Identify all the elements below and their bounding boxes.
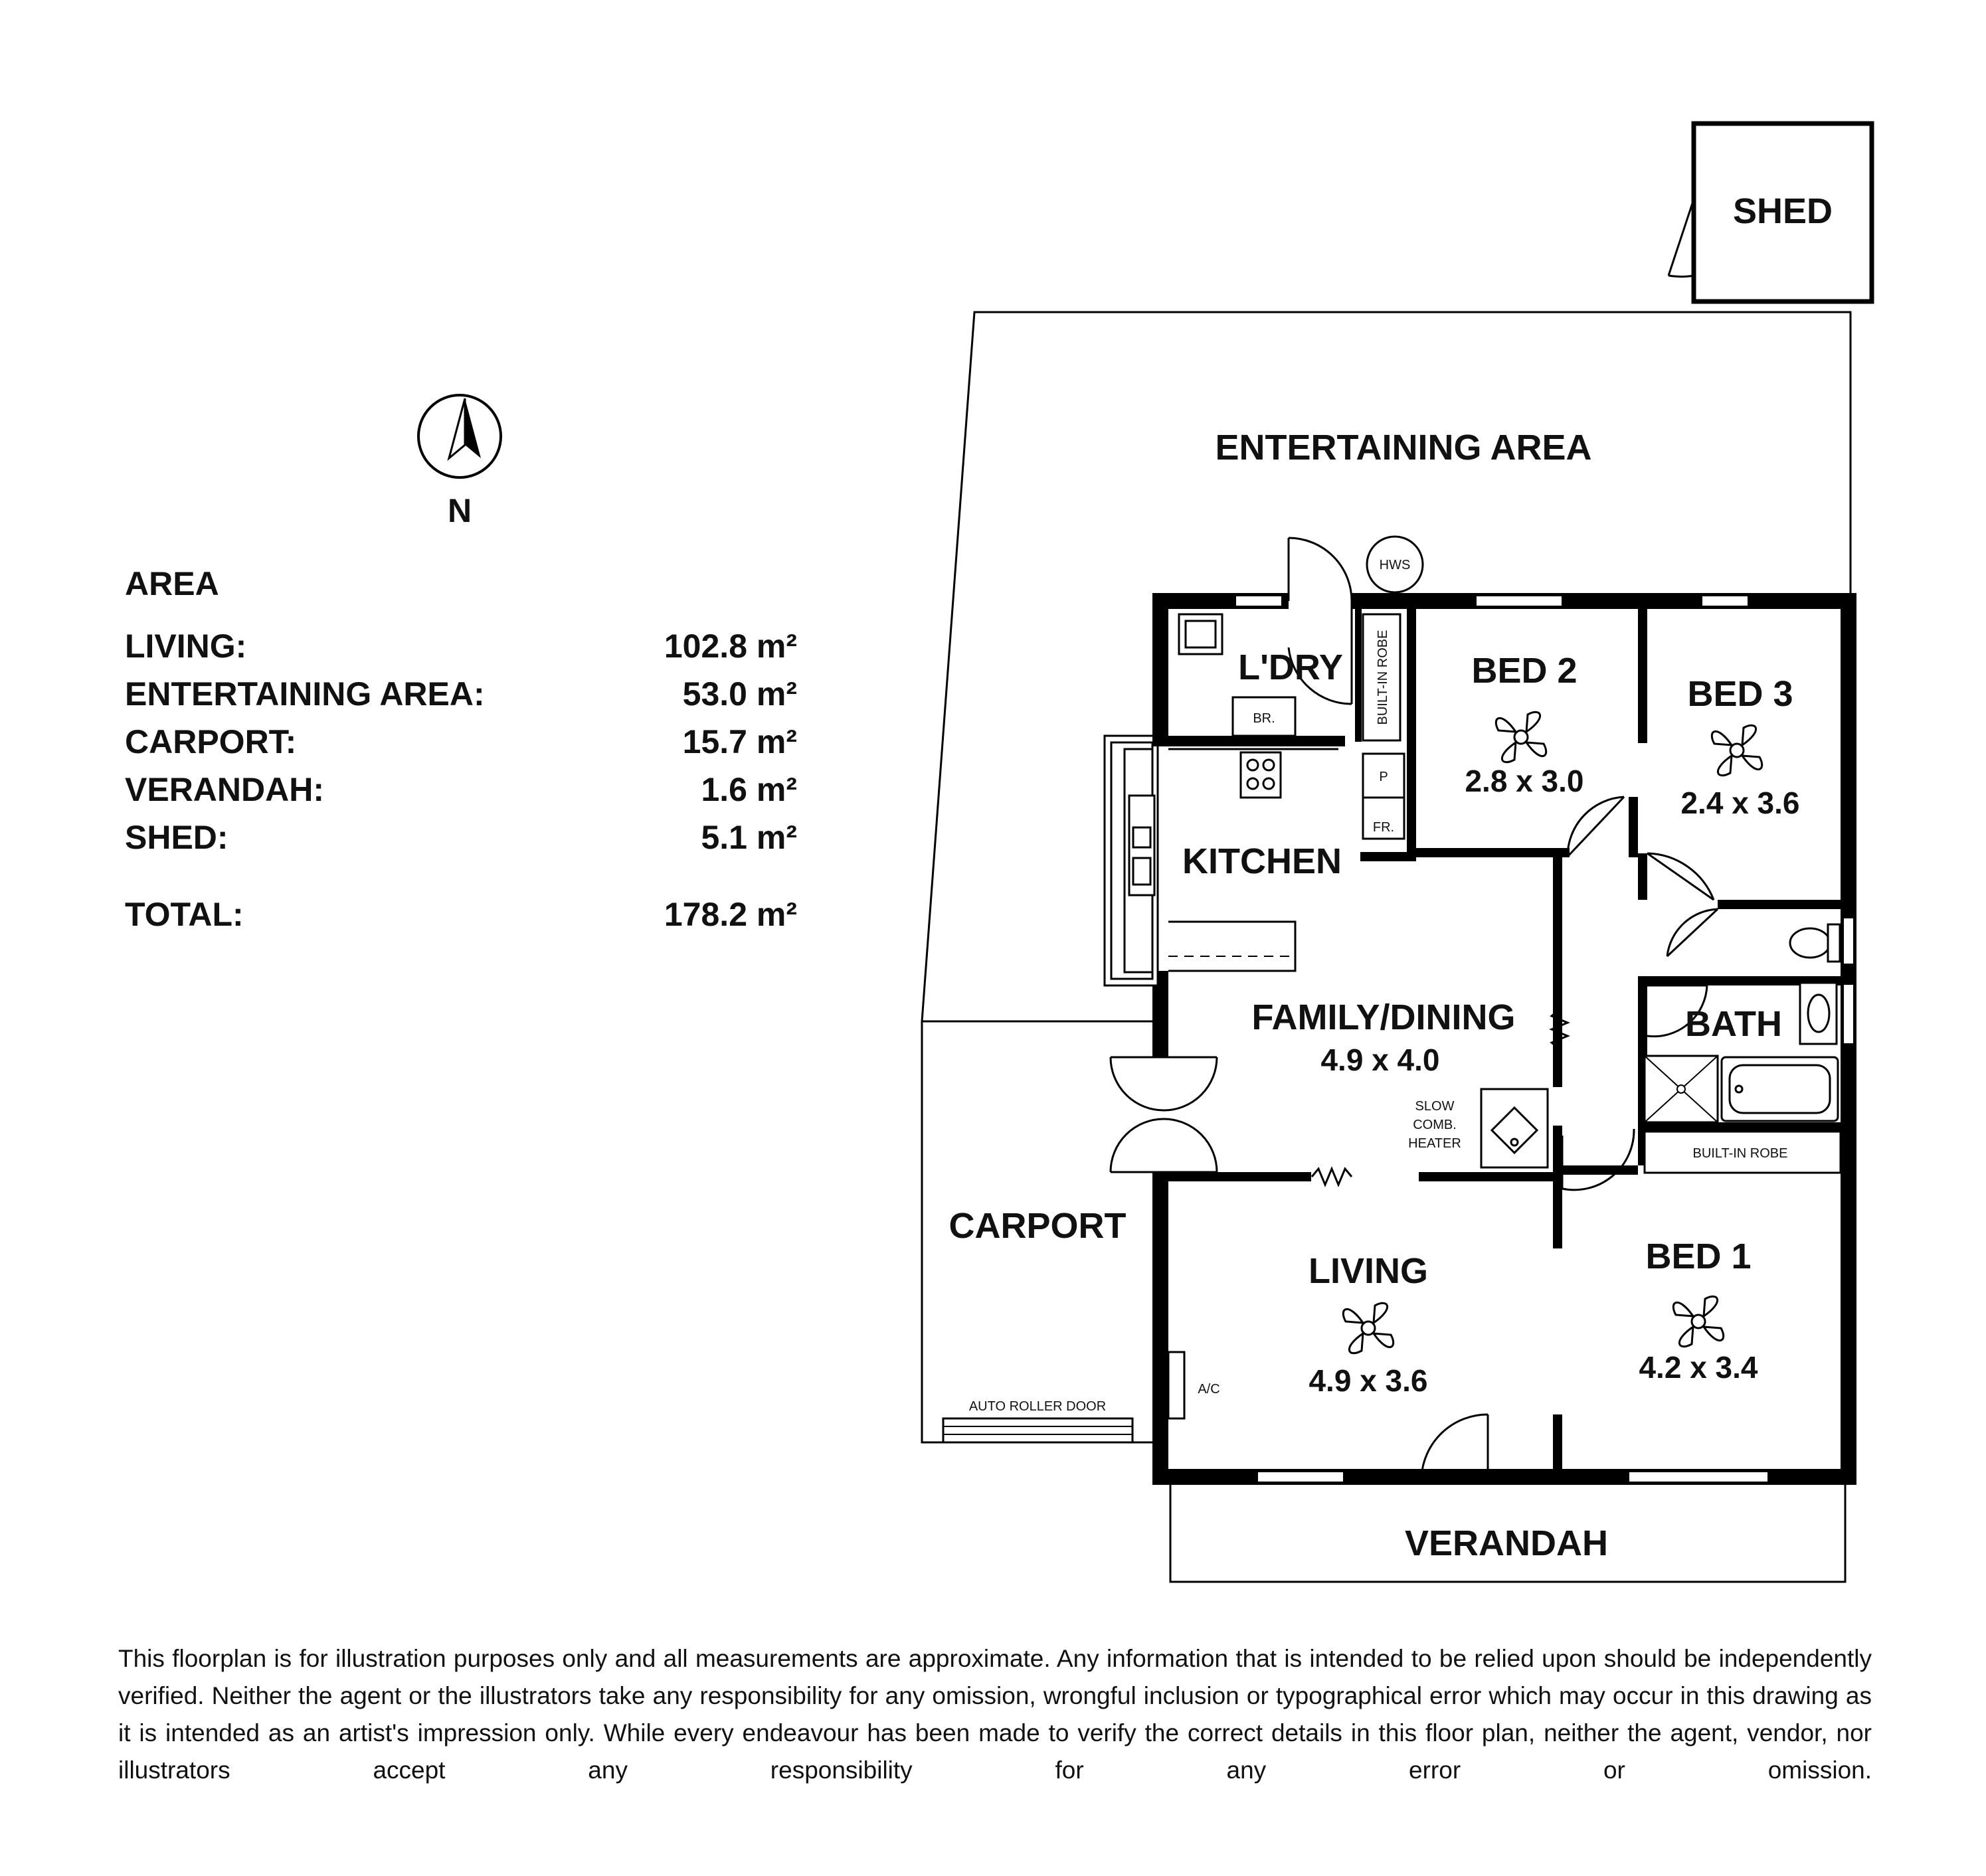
bath-room: BATH: [1643, 981, 1839, 1124]
disclaimer-text: This floorplan is for illustration purpo…: [118, 1645, 1872, 1784]
area-total-label: TOTAL:: [125, 896, 244, 933]
laundry-door: [1287, 537, 1353, 705]
pantry-fridge: P FR.: [1362, 752, 1405, 840]
compass-letter: N: [448, 492, 472, 529]
area-row-value: 1.6 m²: [701, 771, 797, 808]
area-row-value: 53.0 m²: [683, 675, 797, 713]
room-label-laundry: L'DRY: [1238, 647, 1343, 687]
room-dims-bed3: 2.4 x 3.6: [1680, 786, 1799, 820]
room-dims-bed2: 2.8 x 3.0: [1465, 764, 1583, 798]
laundry-room: BR. L'DRY: [1152, 613, 1345, 746]
ceiling-fan-icon: [1710, 724, 1763, 777]
area-row-value: 5.1 m²: [701, 819, 797, 856]
carport: CARPORT AUTO ROLLER DOOR: [921, 1021, 1152, 1444]
heater-label-3: HEATER: [1408, 1136, 1461, 1151]
area-row-value: 102.8 m²: [664, 628, 797, 665]
hws-unit: HWS: [1366, 535, 1424, 594]
area-total-value: 178.2 m²: [664, 896, 797, 933]
area-row-label: VERANDAH:: [125, 771, 324, 808]
builtin-robe-bath-label: BUILT-IN ROBE: [1693, 1146, 1788, 1161]
room-dims-bed1: 4.2 x 3.4: [1639, 1350, 1758, 1385]
bed1-room: BED 1 4.2 x 3.4: [1639, 1236, 1758, 1385]
area-row-label: CARPORT:: [125, 723, 296, 760]
builtin-robe-bath: BUILT-IN ROBE: [1643, 1130, 1842, 1174]
area-row-value: 15.7 m²: [683, 723, 797, 760]
roller-door-label: AUTO ROLLER DOOR: [969, 1399, 1106, 1414]
fridge-label: FR.: [1373, 820, 1394, 835]
builtin-robe-laundry: BUILT-IN ROBE: [1355, 609, 1401, 742]
room-label-entertaining: ENTERTAINING AREA: [1216, 428, 1592, 468]
entertaining-area: ENTERTAINING AREA: [921, 311, 1852, 1023]
room-label-family: FAMILY/DINING: [1251, 997, 1515, 1037]
room-label-bed1: BED 1: [1645, 1236, 1751, 1276]
windows: [1235, 595, 1854, 1483]
heater: SLOW COMB. HEATER: [1408, 1088, 1549, 1169]
hws-label: HWS: [1380, 558, 1411, 572]
area-row-label: LIVING:: [125, 628, 246, 665]
area-row-label: ENTERTAINING AREA:: [125, 675, 485, 713]
room-label-shed: SHED: [1733, 191, 1833, 231]
kitchen-bay: [1103, 734, 1159, 987]
interior-doors: [1109, 796, 1719, 1478]
room-label-bed2: BED 2: [1471, 651, 1577, 691]
interior-walls: [1168, 609, 1841, 1481]
sliding-doors: [1310, 1008, 1570, 1187]
room-label-carport: CARPORT: [949, 1206, 1127, 1246]
bed2-room: BED 2 2.8 x 3.0: [1465, 651, 1583, 798]
bed3-room: BED 3 2.4 x 3.6: [1680, 674, 1799, 820]
room-label-bath: BATH: [1685, 1004, 1782, 1044]
area-row-label: SHED:: [125, 819, 228, 856]
area-table: AREA LIVING: 102.8 m² ENTERTAINING AREA:…: [125, 565, 797, 933]
living-room: LIVING 4.9 x 3.6 A/C: [1167, 1251, 1428, 1420]
heater-label-1: SLOW: [1415, 1099, 1455, 1114]
ceiling-fan-icon: [1672, 1295, 1725, 1348]
kitchen-bench: [1168, 748, 1338, 972]
room-label-bed3: BED 3: [1687, 674, 1793, 714]
area-heading: AREA: [125, 565, 219, 602]
toilet: [1789, 923, 1841, 963]
family-dining-room: FAMILY/DINING 4.9 x 4.0: [1251, 997, 1515, 1077]
room-label-verandah: VERANDAH: [1405, 1523, 1608, 1563]
room-dims-living: 4.9 x 3.6: [1309, 1363, 1427, 1398]
br-label: BR.: [1253, 711, 1275, 726]
room-label-kitchen: KITCHEN: [1182, 841, 1342, 881]
builtin-robe-vertical-label: BUILT-IN ROBE: [1376, 630, 1390, 725]
north-arrow-icon: [417, 394, 502, 479]
ceiling-fan-icon: [1494, 711, 1548, 764]
verandah: VERANDAH: [1169, 1485, 1847, 1583]
room-dims-family: 4.9 x 4.0: [1320, 1043, 1439, 1077]
ac-label: A/C: [1198, 1382, 1219, 1397]
heater-label-2: COMB.: [1413, 1118, 1457, 1132]
room-label-living: LIVING: [1309, 1251, 1428, 1291]
shed: SHED: [1667, 121, 1874, 304]
pantry-label: P: [1379, 770, 1388, 784]
ceiling-fan-icon: [1342, 1302, 1395, 1355]
